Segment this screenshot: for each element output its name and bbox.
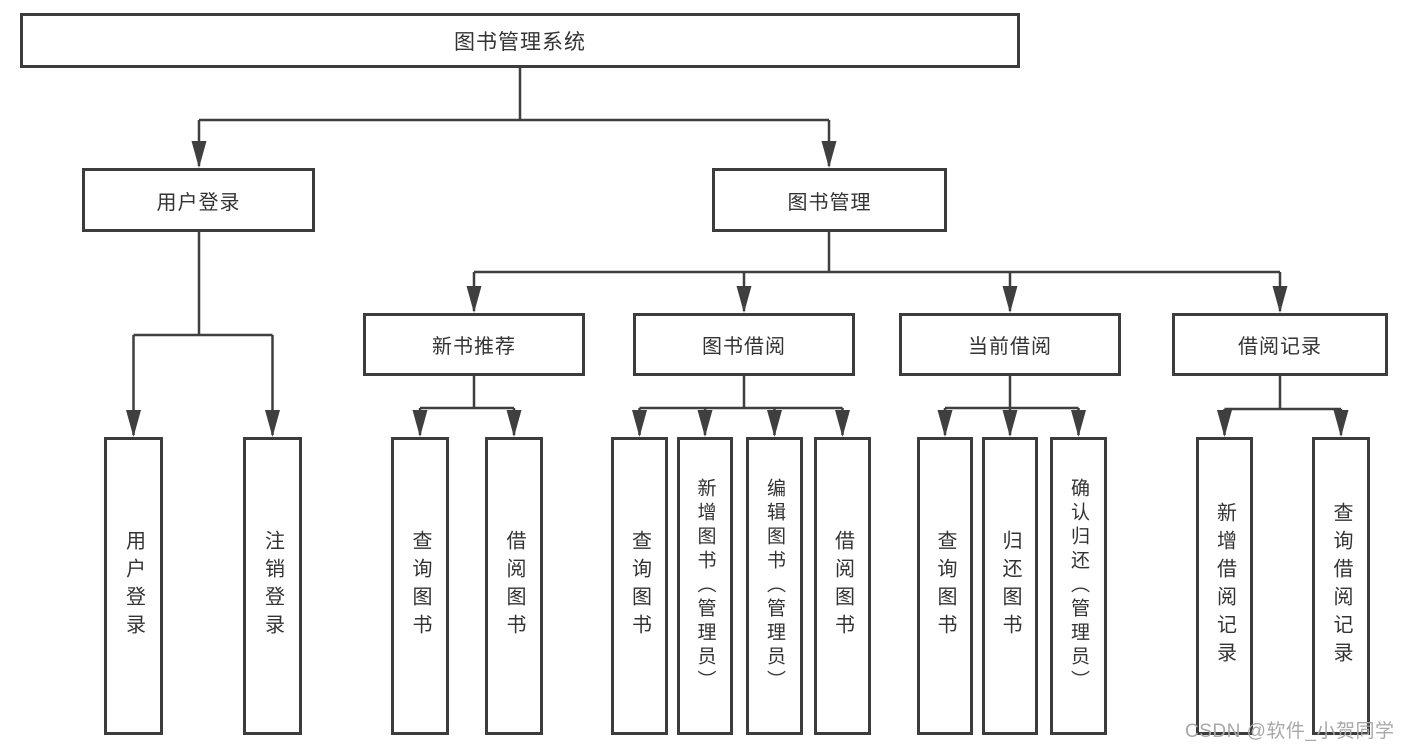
arrow-icon <box>821 141 837 168</box>
connector-book-management-to-level3 <box>472 232 1282 311</box>
arrow-icon <box>1002 410 1018 437</box>
leaf-return-books: 归还图书 <box>982 437 1038 735</box>
node-book-borrowing: 图书借阅 <box>633 313 855 376</box>
leaf-add-books-admin: 新增图书（管理员） <box>677 437 733 735</box>
arrow-icon <box>697 410 713 437</box>
arrow-icon <box>412 410 428 437</box>
arrow-icon <box>506 410 522 437</box>
arrow-icon <box>1217 410 1232 437</box>
leaf-logout: 注销登录 <box>243 437 302 735</box>
leaf-edit-books-admin: 编辑图书（管理员） <box>746 437 803 735</box>
node-new-book-recommendation: 新书推荐 <box>363 313 585 376</box>
arrow-icon <box>265 410 280 437</box>
node-borrowing-records: 借阅记录 <box>1172 313 1388 376</box>
arrow-icon <box>1333 410 1349 437</box>
leaf-user-login: 用户登录 <box>104 437 163 735</box>
arrow-icon <box>466 286 482 313</box>
node-current-borrowing: 当前借阅 <box>899 313 1121 376</box>
arrow-icon <box>767 410 782 437</box>
leaf-borrow-books: 借阅图书 <box>814 437 871 735</box>
arrow-icon <box>126 410 141 437</box>
arrow-icon <box>1272 286 1288 313</box>
leaf-query-books-recommend: 查询图书 <box>391 437 449 735</box>
arrow-icon <box>1071 410 1086 437</box>
arrow-icon <box>736 286 752 313</box>
arrow-icon <box>632 410 647 437</box>
leaf-confirm-return-admin: 确认归还（管理员） <box>1050 437 1107 735</box>
node-library-management-system: 图书管理系统 <box>20 13 1020 68</box>
connector-root-to-level2 <box>197 68 831 166</box>
leaf-add-borrow-record: 新增借阅记录 <box>1196 437 1253 735</box>
arrow-icon <box>191 141 207 168</box>
node-book-management: 图书管理 <box>712 168 947 232</box>
connector-book-borrow-subtree <box>638 376 844 435</box>
leaf-borrow-books-recommend: 借阅图书 <box>485 437 543 735</box>
leaf-query-books-current: 查询图书 <box>917 437 973 735</box>
arrow-icon <box>835 410 850 437</box>
arrow-icon <box>937 410 953 437</box>
csdn-watermark: CSDN @软件_小贺同学 <box>1185 721 1395 742</box>
connector-new-book-subtree <box>418 376 516 435</box>
connector-borrow-records-subtree <box>1223 376 1343 435</box>
connector-user-login-subtree <box>132 232 274 435</box>
arrow-icon <box>1002 286 1018 313</box>
node-user-login: 用户登录 <box>82 168 315 232</box>
connector-current-borrow-subtree <box>943 376 1080 435</box>
leaf-query-borrow-record: 查询借阅记录 <box>1312 437 1370 735</box>
leaf-query-books-borrow: 查询图书 <box>611 437 668 735</box>
